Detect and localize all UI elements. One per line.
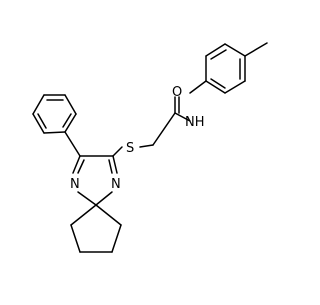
ring-cn-inner-bond <box>77 159 85 174</box>
chemical-structure-diagram: S O NH N N <box>32 42 268 253</box>
tolyl-inner-bond <box>210 49 227 60</box>
phenyl-bond <box>32 94 45 115</box>
cyclopentane-bond <box>70 204 97 226</box>
phenyl-inner-bond <box>37 113 47 129</box>
atom-labels: S O NH N N <box>70 85 205 192</box>
amide-cn-bond <box>174 112 191 122</box>
phenyl-inner-bond <box>62 113 72 128</box>
n-spiro-bond <box>77 191 97 206</box>
phenyl-bond <box>43 131 66 134</box>
ring-cn-inner-bond <box>108 159 113 174</box>
cyclopentane-ring <box>70 204 122 253</box>
imidazole-ring <box>72 155 118 206</box>
cyclopentane-bond <box>95 204 122 226</box>
sulfur-ring-bond <box>112 146 123 157</box>
phenyl-bond <box>64 113 77 133</box>
n-spiro-bond <box>95 191 113 206</box>
cyclopentane-bond <box>70 224 81 253</box>
phenyl-bond <box>64 94 77 115</box>
phenyl-attach-bond <box>64 131 81 157</box>
n-aryl-bond <box>189 80 207 94</box>
methylene-sulfur-bond <box>139 144 154 148</box>
phenyl-bond <box>32 113 45 134</box>
ring-nitrogen-left-label: N <box>70 177 80 192</box>
amide-nh-label: NH <box>185 115 205 130</box>
tolyl-inner-bond <box>210 78 226 89</box>
tolyl-bond <box>224 43 246 57</box>
methylene-bond <box>152 112 176 146</box>
ring-cn-bond <box>112 155 118 174</box>
methyl-bond <box>244 42 268 57</box>
oxygen-label: O <box>172 85 182 100</box>
tolyl-ring <box>205 42 268 94</box>
ring-nitrogen-right-label: N <box>111 177 121 192</box>
cyclopentane-bond <box>111 224 122 253</box>
structure-canvas: S O NH N N <box>32 42 268 253</box>
tolyl-bond <box>205 43 226 57</box>
tolyl-bond <box>224 80 246 94</box>
sulfur-label: S <box>126 141 134 156</box>
amide-linker <box>112 80 207 157</box>
phenyl-ring <box>32 94 81 157</box>
tolyl-bond <box>205 80 226 94</box>
ring-cn-bond <box>72 155 81 174</box>
